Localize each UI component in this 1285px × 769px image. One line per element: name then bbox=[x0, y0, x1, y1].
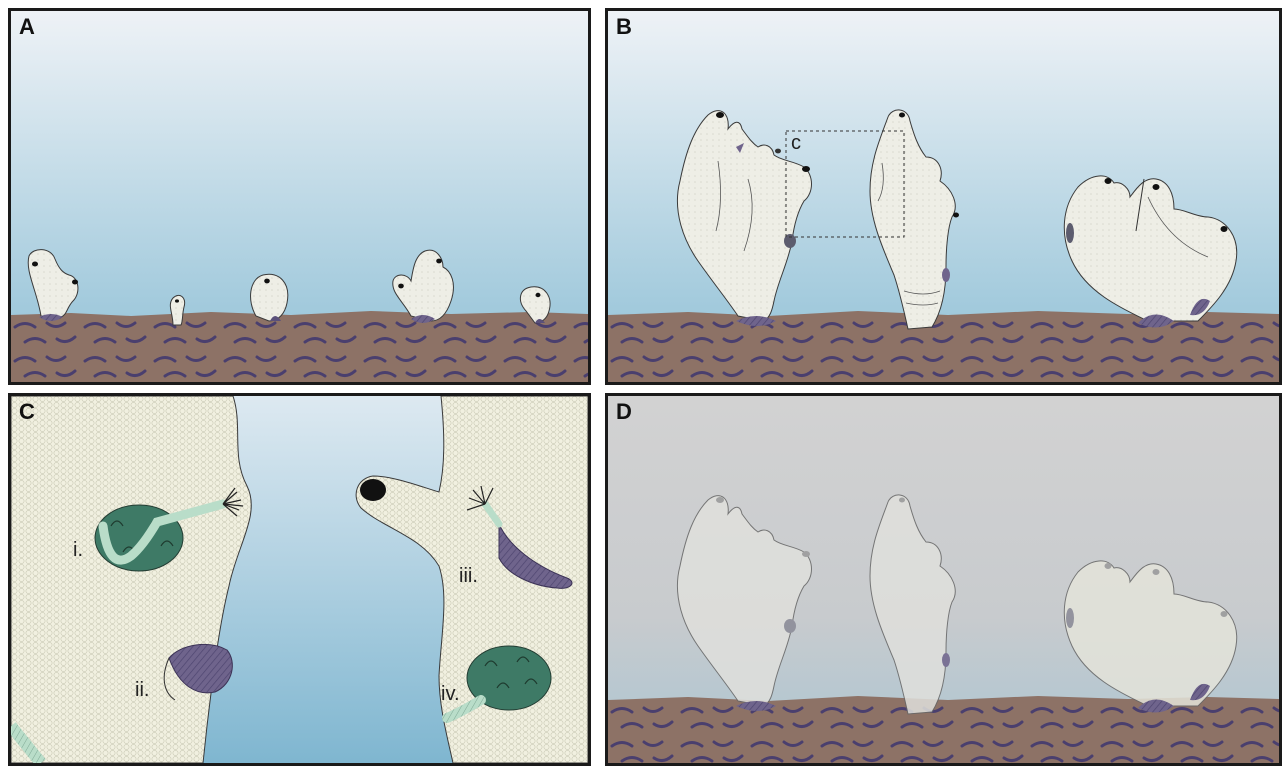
panel-b-scene: c bbox=[608, 11, 1279, 382]
panel-c-label: C bbox=[19, 399, 35, 425]
panel-d: D bbox=[605, 393, 1282, 766]
panel-c: i. ii. iii. iv. C bbox=[8, 393, 591, 766]
callout-i: i. bbox=[73, 539, 83, 561]
callout-iii: iii. bbox=[459, 565, 478, 587]
sponge-round bbox=[251, 274, 288, 321]
callout-iv: iv. bbox=[441, 683, 460, 705]
panel-d-scene bbox=[608, 396, 1279, 763]
inset-label-c: c bbox=[791, 132, 801, 154]
osculum bbox=[360, 479, 386, 501]
sponge-tiny bbox=[170, 295, 184, 325]
panel-b: c B bbox=[605, 8, 1282, 385]
panel-a-scene bbox=[11, 11, 588, 382]
panel-c-scene: i. ii. iii. iv. bbox=[11, 396, 588, 763]
panel-a: A bbox=[8, 8, 591, 385]
panel-a-label: A bbox=[19, 14, 35, 40]
panel-d-label: D bbox=[616, 399, 632, 425]
panel-b-label: B bbox=[616, 14, 632, 40]
callout-ii: ii. bbox=[135, 679, 149, 701]
